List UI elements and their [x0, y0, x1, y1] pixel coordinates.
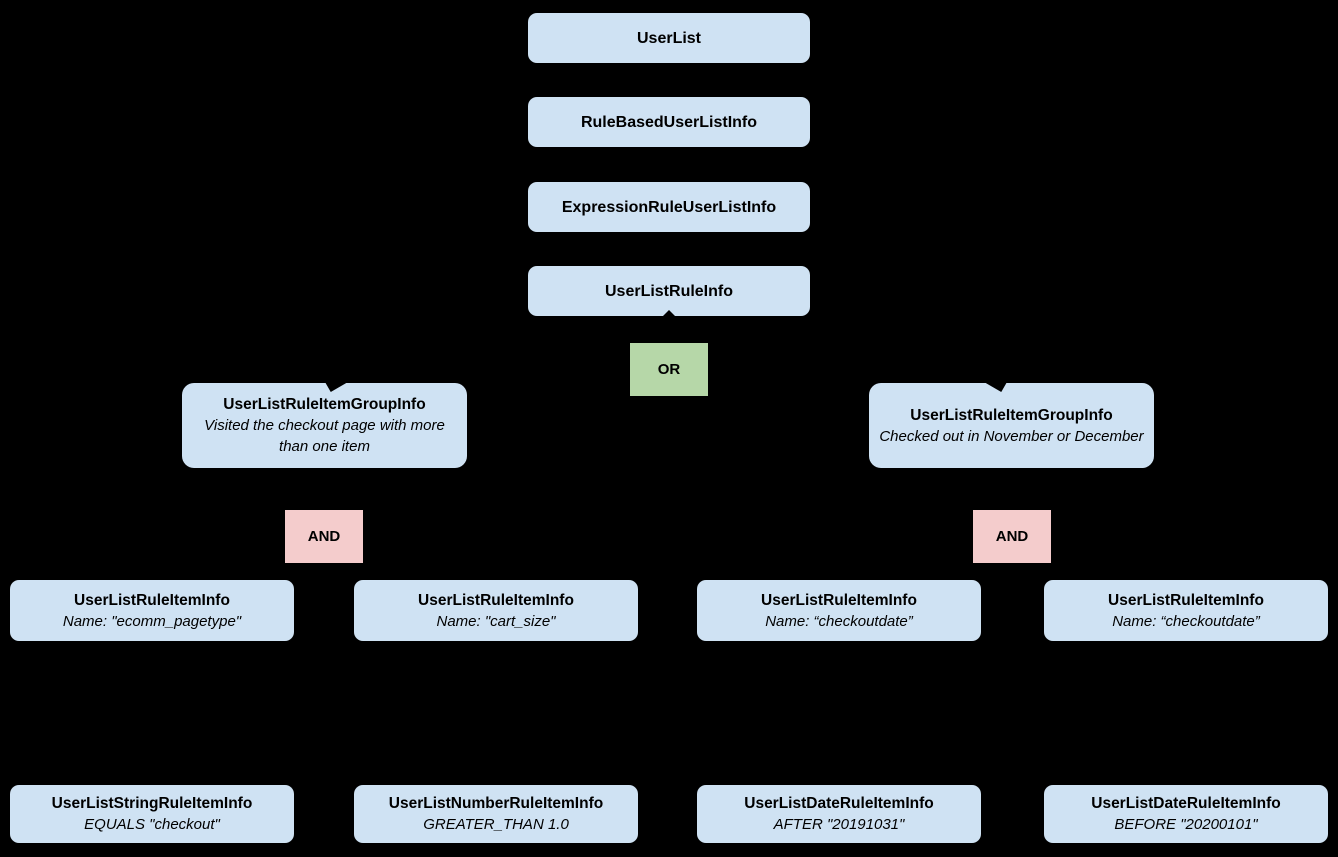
arrowhead-up-userlistruleinfo	[662, 310, 676, 317]
rule-item-title: UserListRuleItemInfo	[1108, 591, 1264, 609]
node-label: UserList	[636, 29, 702, 47]
leaf-subtitle: AFTER "20191031"	[773, 816, 905, 833]
group-subtitle: Visited the checkout page with more than…	[204, 417, 445, 455]
node-userlistruleinfo: UserListRuleInfo	[528, 266, 810, 316]
rule-item-box-3: UserListRuleItemInfo Name: “checkoutdate…	[697, 580, 981, 641]
node-userlist: UserList	[528, 13, 810, 63]
leaf-title: UserListNumberRuleItemInfo	[388, 795, 604, 812]
group-box-left: UserListRuleItemGroupInfo Visited the ch…	[182, 383, 467, 468]
rule-item-subtitle: Name: “checkoutdate”	[1112, 612, 1260, 630]
rule-item-box-2: UserListRuleItemInfo Name: "cart_size"	[354, 580, 638, 641]
or-operator-label: OR	[657, 361, 681, 378]
or-operator-box: OR	[630, 343, 708, 396]
arrowhead-right-group	[984, 382, 1007, 392]
node-rulebaseduserlistinfo: RuleBasedUserListInfo	[528, 97, 810, 147]
node-expressionruleuserlistinfo: ExpressionRuleUserListInfo	[528, 182, 810, 232]
rule-item-title: UserListRuleItemInfo	[418, 591, 574, 609]
leaf-box-4: UserListDateRuleItemInfo BEFORE "2020010…	[1044, 785, 1328, 843]
leaf-title: UserListDateRuleItemInfo	[1091, 795, 1281, 812]
node-label: ExpressionRuleUserListInfo	[561, 198, 777, 216]
leaf-subtitle: BEFORE "20200101"	[1114, 816, 1258, 833]
arrowhead-left-group	[325, 382, 348, 392]
node-label: UserListRuleInfo	[604, 282, 733, 300]
group-title: UserListRuleItemGroupInfo	[910, 406, 1113, 424]
and-operator-label: AND	[307, 528, 341, 545]
rule-item-subtitle: Name: "cart_size"	[436, 612, 556, 630]
leaf-subtitle: EQUALS "checkout"	[84, 816, 220, 833]
and-operator-box-left: AND	[285, 510, 363, 563]
group-title: UserListRuleItemGroupInfo	[223, 396, 426, 413]
leaf-box-1: UserListStringRuleItemInfo EQUALS "check…	[10, 785, 294, 843]
leaf-box-3: UserListDateRuleItemInfo AFTER "20191031…	[697, 785, 981, 843]
and-operator-label: AND	[995, 528, 1029, 545]
leaf-title: UserListStringRuleItemInfo	[51, 795, 253, 812]
rule-item-subtitle: Name: "ecomm_pagetype"	[62, 612, 242, 630]
rule-item-box-1: UserListRuleItemInfo Name: "ecomm_pagety…	[10, 580, 294, 641]
leaf-box-2: UserListNumberRuleItemInfo GREATER_THAN …	[354, 785, 638, 843]
group-box-right: UserListRuleItemGroupInfo Checked out in…	[869, 383, 1154, 468]
leaf-title: UserListDateRuleItemInfo	[744, 795, 934, 812]
rule-item-title: UserListRuleItemInfo	[761, 591, 917, 609]
rule-item-subtitle: Name: “checkoutdate”	[765, 612, 913, 630]
and-operator-box-right: AND	[973, 510, 1051, 563]
leaf-subtitle: GREATER_THAN 1.0	[423, 816, 569, 833]
rule-item-title: UserListRuleItemInfo	[74, 591, 230, 609]
group-subtitle: Checked out in November or December	[879, 427, 1144, 445]
rule-item-box-4: UserListRuleItemInfo Name: “checkoutdate…	[1044, 580, 1328, 641]
node-label: RuleBasedUserListInfo	[580, 113, 758, 131]
